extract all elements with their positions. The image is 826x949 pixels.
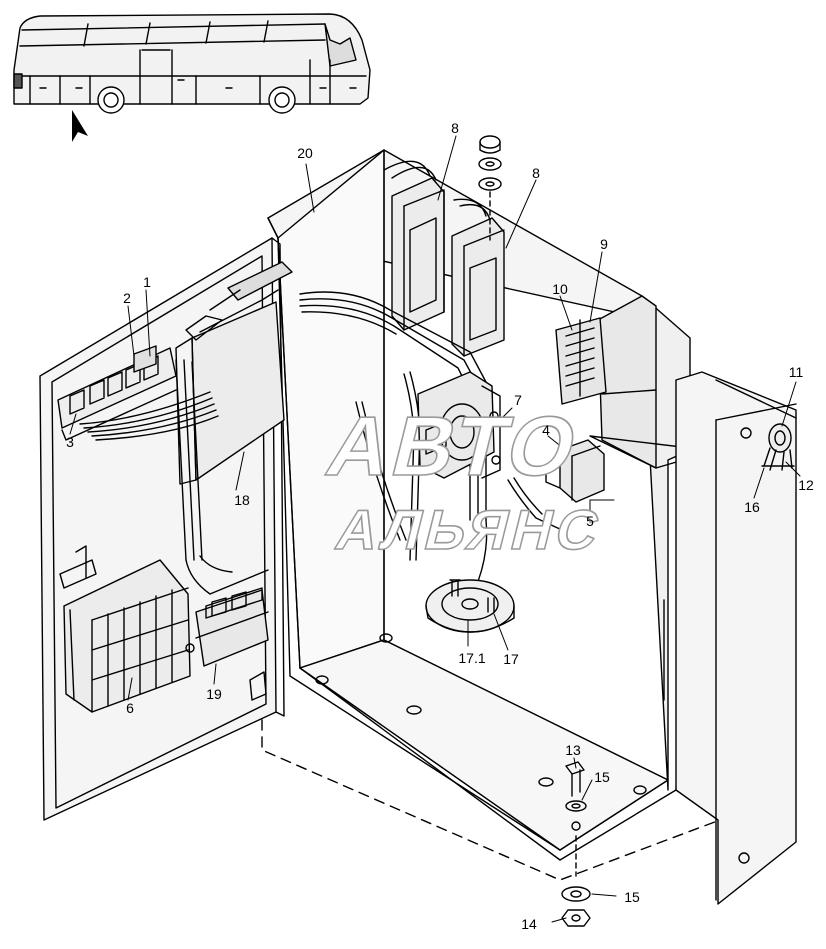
relay-strip-1-2-3 (57, 345, 219, 441)
callout-15-lower: 15 (624, 889, 640, 905)
callout-11: 11 (788, 364, 804, 380)
callout-8-right: 8 (532, 165, 540, 181)
callout-9: 9 (600, 236, 608, 252)
fastener-13-15 (565, 761, 587, 877)
callout-12: 12 (798, 477, 814, 493)
callout-10: 10 (552, 281, 568, 297)
fastener-stack-top (478, 135, 502, 241)
callout-8-left: 8 (451, 120, 459, 136)
door-wire-loom (59, 359, 269, 595)
callout-1: 1 (143, 274, 151, 290)
electrical-unit-7 (417, 371, 501, 479)
callout-13: 13 (565, 742, 581, 758)
callout-19: 19 (206, 686, 222, 702)
cabinet-cable-harness (299, 291, 563, 601)
terminal-block-9-10 (555, 317, 607, 405)
callout-6: 6 (126, 700, 134, 716)
fastener-14-15 (561, 886, 591, 927)
right-door-panel (675, 371, 797, 905)
callout-17: 17 (503, 651, 519, 667)
location-arrow-icon (72, 110, 88, 142)
connector-block-19 (185, 587, 269, 667)
callout-20: 20 (297, 145, 313, 161)
bus-locator-thumbnail (13, 13, 371, 142)
callout-7: 7 (514, 392, 522, 408)
callout-3: 3 (66, 434, 74, 450)
callout-4: 4 (542, 422, 550, 438)
watermark-line-2: АЛЬЯНС (329, 497, 610, 562)
leader-lines (69, 135, 801, 923)
door-lock-assembly (761, 423, 795, 471)
callout-5: 5 (586, 513, 594, 529)
fuse-holders-8 (383, 160, 505, 357)
door-module-18 (175, 261, 293, 485)
callout-14: 14 (521, 916, 537, 932)
horn-17 (425, 579, 515, 633)
callout-17-1: 17.1 (458, 650, 486, 666)
relay-4-5 (545, 439, 605, 503)
door-handle-icon (59, 559, 97, 589)
callout-15-upper: 15 (594, 769, 610, 785)
watermark-line-1: АВТО (318, 398, 592, 494)
callout-18: 18 (234, 492, 250, 508)
callout-16: 16 (744, 499, 760, 515)
callout-2: 2 (123, 290, 131, 306)
control-unit-6 (63, 559, 191, 713)
